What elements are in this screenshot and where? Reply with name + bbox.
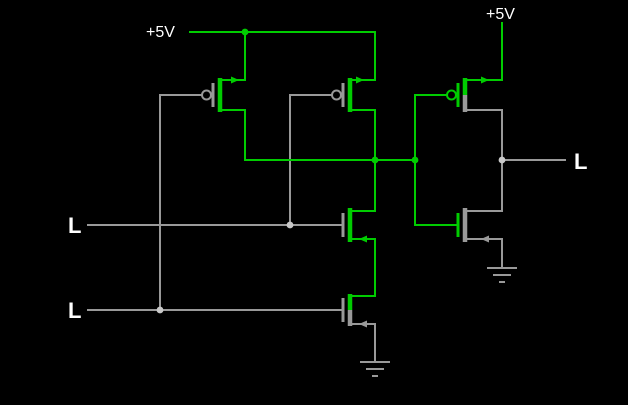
pmos-bubble (331, 89, 342, 101)
wire-net-nand-output[interactable] (244, 94, 457, 226)
source-arrow (359, 320, 367, 328)
wire-net-output[interactable] (498, 109, 566, 212)
pmos-bubble (201, 89, 212, 101)
transistor-nmos-a[interactable] (341, 208, 376, 243)
wire-net-input-b[interactable] (87, 94, 343, 314)
junction-dot (498, 156, 506, 164)
pmos-bubble (446, 89, 457, 101)
label-vdd-right[interactable]: +5V (486, 6, 515, 23)
junction-dot (411, 156, 419, 164)
source-arrow (356, 76, 364, 84)
transistor-pmos-a[interactable] (201, 76, 246, 113)
junction-dot (371, 156, 379, 164)
junction-dot (156, 306, 164, 314)
transistor-pmos-b[interactable] (331, 76, 376, 113)
junction-dot (241, 28, 249, 36)
source-arrow (231, 76, 239, 84)
transistor-nmos-b[interactable] (341, 294, 376, 328)
ground-symbol-nand[interactable] (360, 361, 390, 377)
transistor-pmos-inverter[interactable] (446, 76, 503, 113)
source-arrow (359, 235, 367, 243)
wire-net-vdd-left[interactable] (189, 28, 376, 81)
label-vdd-left[interactable]: +5V (146, 24, 175, 41)
label-output[interactable]: L (574, 149, 587, 174)
source-arrow (481, 235, 489, 243)
transistor-nmos-inverter[interactable] (456, 208, 503, 243)
source-arrow (481, 76, 489, 84)
label-input-b[interactable]: L (68, 298, 81, 323)
label-input-a[interactable]: L (68, 213, 81, 238)
ground-symbol-inverter[interactable] (487, 267, 517, 283)
junction-dot (286, 221, 294, 229)
